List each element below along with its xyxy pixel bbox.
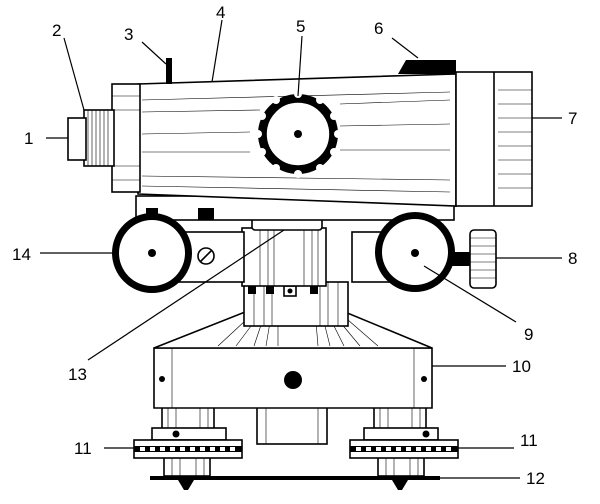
focusing-knob-side	[452, 229, 497, 289]
leader-13	[87, 229, 285, 361]
leader-9	[423, 265, 517, 323]
label-13: 13	[68, 365, 87, 384]
eyepiece-ring	[83, 109, 115, 167]
leader-6	[391, 37, 419, 59]
knob-left	[112, 213, 192, 293]
label-2: 2	[52, 21, 61, 40]
label-4: 4	[216, 3, 225, 22]
foot-screw-right	[373, 406, 427, 490]
label-8: 8	[568, 249, 577, 268]
label-5: 5	[296, 17, 305, 36]
eyepiece-housing	[111, 83, 141, 193]
label-3: 3	[124, 25, 133, 44]
base-plate	[150, 476, 440, 480]
leader-3	[141, 41, 167, 65]
label-10: 10	[512, 357, 531, 376]
label-7: 7	[568, 109, 577, 128]
label-12: 12	[526, 469, 545, 488]
center-post	[256, 403, 328, 445]
leveling-screw-wheel-left	[133, 427, 243, 459]
label-9: 9	[524, 325, 533, 344]
leveling-screw-wheel-right	[349, 427, 459, 459]
leader-4	[211, 19, 223, 83]
horizontal-circle	[243, 281, 349, 327]
sight-pin	[166, 58, 172, 84]
label-11-right: 11	[520, 431, 538, 450]
label-1: 1	[24, 129, 33, 148]
leader-2	[63, 37, 85, 111]
leader-5	[297, 35, 303, 97]
eyepiece-lens	[67, 117, 87, 161]
foot-screw-left	[161, 406, 215, 490]
tribrach-base	[153, 347, 433, 409]
leader-lines	[40, 19, 562, 479]
objective-lens-hood	[455, 71, 533, 207]
focusing-knob-top	[254, 90, 342, 178]
label-14: 14	[12, 245, 31, 264]
label-6: 6	[374, 19, 383, 38]
central-hub	[241, 217, 327, 287]
knob-right	[375, 212, 455, 292]
label-11-left: 11	[74, 439, 92, 458]
sighting-device	[398, 60, 456, 74]
